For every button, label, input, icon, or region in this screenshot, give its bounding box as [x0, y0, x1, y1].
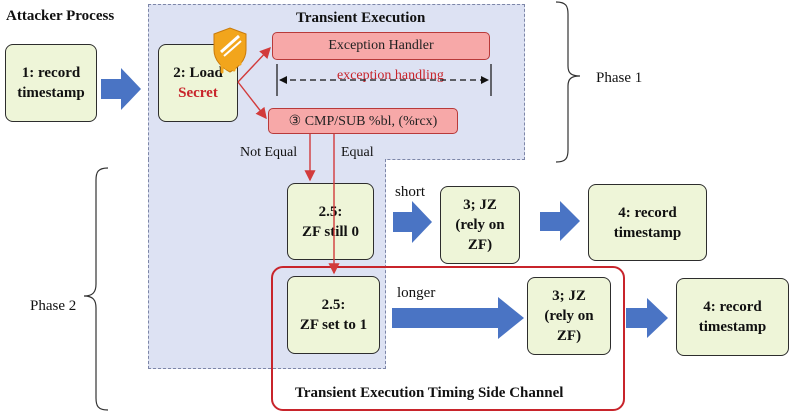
jz-long-line1: 3; JZ [552, 288, 586, 304]
short-label: short [395, 184, 425, 200]
cmp-sub-box: ③ CMP/SUB %bl, (%rcx) [268, 108, 458, 134]
zf-still-0-box: 2.5: ZF still 0 [287, 183, 374, 260]
phase-1-brace [555, 1, 581, 163]
zf-set-to-1-box: 2.5: ZF set to 1 [287, 276, 380, 354]
jz-short-box: 3; JZ (rely on ZF) [440, 186, 520, 264]
zf0-line2: ZF still 0 [302, 223, 359, 240]
jz-long-line2: (rely on [544, 308, 594, 324]
arrow-jz-to-record-short [540, 201, 580, 241]
transient-execution-title: Transient Execution [296, 10, 426, 26]
line-load-to-exception [237, 46, 271, 83]
record-long-line1: 4: record [703, 299, 762, 315]
exception-span-right-arrowhead [481, 76, 489, 84]
jz-short-line2: (rely on [455, 217, 505, 233]
record-timestamp-box-short: 4: record timestamp [588, 184, 707, 261]
zf0-line1: 2.5: [318, 203, 343, 220]
exception-handling-label: exception handling [333, 68, 448, 84]
jz-long-line3: ZF) [556, 328, 582, 344]
longer-label: longer [397, 285, 436, 301]
arrow-zf1-to-jz-long [392, 297, 524, 339]
zf1-line2: ZF set to 1 [299, 317, 368, 333]
equal-label: Equal [341, 145, 374, 160]
jz-long-box: 3; JZ (rely on ZF) [527, 277, 611, 355]
record-timestamp-box-long: 4: record timestamp [676, 278, 789, 356]
jz-short-line3: ZF) [467, 237, 493, 253]
exception-span-left-arrowhead [279, 76, 287, 84]
cmp-sub-label: ③ CMP/SUB %bl, (%rcx) [288, 113, 438, 129]
record1-line1: 1: record [21, 65, 81, 81]
line-load-to-cmp [237, 81, 267, 120]
arrow-zf0-to-jz [393, 201, 432, 243]
exception-handler-box: Exception Handler [272, 32, 490, 60]
record-short-line2: timestamp [613, 224, 682, 241]
phase-2-label: Phase 2 [30, 298, 77, 314]
side-channel-frame [271, 266, 625, 411]
load-line2: Secret [178, 85, 218, 101]
record1-line2: timestamp [17, 85, 85, 101]
exception-handler-label: Exception Handler [328, 38, 434, 53]
arrow-jz-long-to-record-long [626, 298, 668, 338]
not-equal-label: Not Equal [240, 145, 298, 160]
record-short-line1: 4: record [618, 204, 677, 221]
zf1-line1: 2.5: [321, 297, 346, 313]
meltdown-logo-icon [213, 27, 247, 74]
phase-2-brace [83, 167, 109, 411]
arrow-record-to-load [101, 68, 141, 110]
record-timestamp-box-1: 1: record timestamp [5, 44, 97, 122]
side-channel-title: Transient Execution Timing Side Channel [295, 385, 564, 401]
jz-short-line1: 3; JZ [463, 197, 497, 213]
record-long-line2: timestamp [698, 319, 767, 335]
attacker-process-title: Attacker Process [6, 8, 115, 24]
phase-1-label: Phase 1 [596, 70, 643, 86]
load-line1: 2: Load [173, 65, 223, 81]
